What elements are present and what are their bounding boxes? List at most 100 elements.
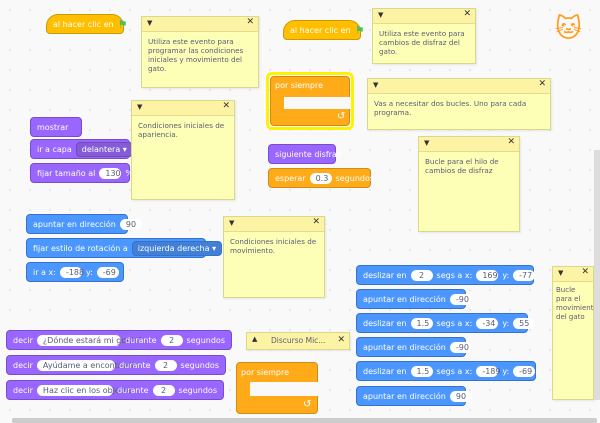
block-label: fijar estilo de rotación a [33, 243, 128, 253]
block-label: apuntar en dirección [363, 342, 446, 352]
block-label: segs a x: [436, 366, 473, 376]
expand-icon[interactable]: ▲ [252, 335, 258, 343]
block-label: apuntar en dirección [363, 294, 446, 304]
rotation-dropdown[interactable]: izquierda derecha ▾ [131, 240, 223, 256]
y-label: y: [502, 366, 510, 376]
green-flag-icon: ⚑ [354, 23, 365, 37]
close-icon[interactable]: ✕ [507, 137, 515, 147]
size-input[interactable]: 130 [99, 167, 122, 179]
secs-input[interactable]: 2 [160, 334, 183, 346]
close-icon[interactable]: ✕ [463, 9, 471, 19]
close-icon[interactable]: ✕ [222, 101, 230, 111]
rotation-style-block[interactable]: fijar estilo de rotación a izquierda der… [26, 238, 223, 258]
secs-input[interactable]: 1.5 [410, 365, 433, 377]
block-label: por siempre [241, 368, 290, 377]
wait-block[interactable]: esperar 0.3 segundos [268, 168, 375, 188]
layer-dropdown[interactable]: delantera ▾ [75, 141, 133, 157]
message-input[interactable]: ¿Dónde estará mi gorra? [36, 334, 142, 346]
collapsed-comment-note[interactable]: ▲ Discurso Mic... ✕ [246, 332, 350, 350]
direction-input[interactable]: -90 [449, 293, 472, 305]
y-input[interactable]: 55 [513, 317, 536, 329]
unit-label: segundos [335, 173, 375, 183]
block-label: decir [13, 335, 33, 345]
selected-highlight [266, 72, 354, 130]
block-label: al hacer clic en [290, 25, 351, 35]
close-icon[interactable]: ✕ [246, 17, 254, 27]
collapse-icon[interactable]: ▼ [424, 139, 430, 147]
x-input[interactable]: -34 [476, 317, 499, 329]
show-block[interactable]: mostrar [30, 117, 82, 137]
set-size-block[interactable]: fijar tamaño al 130 % [30, 163, 133, 183]
y-input[interactable]: -69 [513, 365, 536, 377]
x-input[interactable]: 169 [476, 269, 499, 281]
block-label: apuntar en dirección [363, 391, 446, 401]
secs-input[interactable]: 2 [410, 269, 433, 281]
message-input[interactable]: Ayúdame a encontrarla [36, 359, 136, 371]
comment-note[interactable]: ▼ ✕ Bucle para el hilo de cambios de disf… [418, 136, 520, 232]
block-label: durante [117, 385, 149, 395]
close-icon[interactable]: ✕ [337, 335, 345, 345]
wait-input[interactable]: 0.3 [309, 172, 332, 184]
direction-input[interactable]: -90 [449, 341, 472, 353]
block-label: por siempre [275, 81, 324, 90]
unit-label: segundos [186, 335, 225, 345]
glide-block[interactable]: deslizar en 1.5 segs a x: -189 y: -69 [356, 361, 536, 381]
horizontal-scrollbar[interactable] [12, 418, 597, 423]
collapse-icon[interactable]: ▼ [558, 269, 564, 277]
direction-input[interactable]: 90 [119, 218, 142, 230]
block-label: deslizar en [363, 318, 407, 328]
comment-note[interactable]: ▼✕ Vas a necesitar dos bucles. Uno para … [367, 78, 551, 130]
when-flag-clicked-block[interactable]: al hacer clic en ⚑ [46, 14, 127, 34]
say-for-secs-block[interactable]: decir Haz clic en los objetos durante 2 … [6, 380, 224, 400]
comment-note[interactable]: ▼✕ Condiciones iniciales de apariencia. [131, 100, 235, 200]
x-input[interactable]: -188 [59, 266, 84, 278]
note-text: Bucle para el hilo de cambios de disfraz [425, 157, 499, 175]
dropdown-value: izquierda derecha [137, 243, 210, 253]
secs-input[interactable]: 2 [154, 359, 177, 371]
message-input[interactable]: Haz clic en los objetos [36, 384, 132, 396]
block-label: fijar tamaño al [37, 168, 96, 178]
forever-slot [284, 97, 350, 109]
collapse-icon[interactable]: ▼ [373, 81, 379, 89]
point-direction-block[interactable]: apuntar en dirección -90 [356, 289, 472, 309]
collapse-icon[interactable]: ▼ [147, 19, 153, 27]
collapse-icon[interactable]: ▼ [378, 11, 384, 19]
next-costume-block[interactable]: siguiente disfraz [268, 144, 341, 164]
say-for-secs-block[interactable]: decir Ayúdame a encontrarla durante 2 se… [6, 355, 226, 375]
when-flag-clicked-block[interactable]: al hacer clic en ⚑ [283, 20, 364, 40]
vertical-scrollbar[interactable] [594, 150, 600, 400]
collapse-icon[interactable]: ▼ [229, 219, 235, 227]
block-label: ir a capa [37, 144, 72, 154]
close-icon[interactable]: ✕ [312, 217, 320, 227]
say-for-secs-block[interactable]: decir ¿Dónde estará mi gorra? durante 2 … [6, 330, 232, 350]
x-input[interactable]: -189 [476, 365, 500, 377]
point-direction-block[interactable]: apuntar en dirección -90 [356, 337, 472, 357]
forever-slot [250, 382, 318, 396]
comment-note[interactable]: ▼ ✕ Bucle para el movimiento del gato [552, 266, 598, 400]
glide-block[interactable]: deslizar en 1.5 segs a x: -34 y: 55 [356, 313, 536, 333]
close-icon[interactable]: ✕ [581, 267, 589, 277]
direction-input[interactable]: 90 [449, 390, 472, 402]
block-label: decir [13, 385, 33, 395]
glide-block[interactable]: deslizar en 2 segs a x: 169 y: -77 [356, 265, 536, 285]
block-label: segs a x: [436, 318, 473, 328]
loop-arrow-icon: ↺ [337, 111, 346, 122]
note-text: Bucle para el movimiento del gato [556, 286, 598, 321]
comment-note[interactable]: ▼✕ Condiciones iniciales de movimiento. [223, 216, 325, 298]
collapse-icon[interactable]: ▼ [137, 103, 143, 111]
secs-input[interactable]: 1.5 [410, 317, 433, 329]
y-input[interactable]: -77 [513, 269, 536, 281]
go-to-layer-block[interactable]: ir a capa delantera ▾ [30, 139, 133, 159]
note-text: Utiliza este evento para programar las c… [148, 37, 244, 73]
block-label: siguiente disfraz [275, 149, 342, 159]
go-to-xy-block[interactable]: ir a x: -188 y: -69 [26, 262, 124, 282]
point-direction-block[interactable]: apuntar en dirección 90 [356, 386, 472, 406]
y-input[interactable]: -69 [96, 266, 119, 278]
secs-input[interactable]: 2 [152, 384, 175, 396]
point-direction-block[interactable]: apuntar en dirección 90 [26, 214, 142, 234]
close-icon[interactable]: ✕ [538, 79, 546, 89]
comment-note[interactable]: ▼✕ Utiliza este evento para cambios de d… [372, 8, 476, 64]
unit-label: % [125, 168, 133, 178]
comment-note[interactable]: ▼ ✕ Utiliza este evento para programar la… [141, 16, 259, 88]
block-label: deslizar en [363, 270, 407, 280]
